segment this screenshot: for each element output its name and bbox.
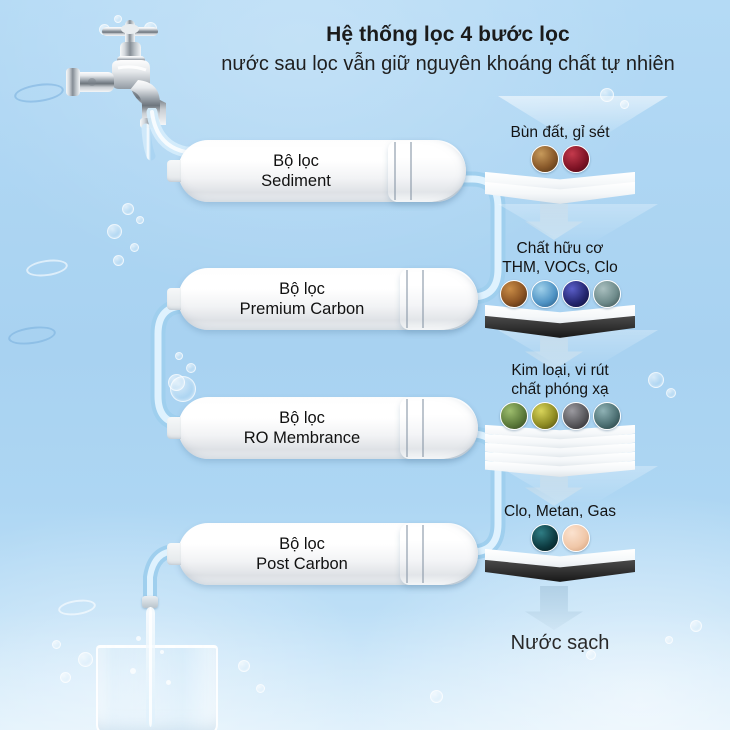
contaminant-group-2: Chất hữu cơ THM, VOCs, Clo (455, 240, 665, 347)
water-surface (0, 610, 730, 730)
particle-icon (561, 523, 590, 552)
bubble-icon (175, 352, 183, 360)
particle-icon (561, 279, 590, 308)
page-title: Hệ thống lọc 4 bước lọc nước sau lọc vẫn… (170, 22, 726, 77)
splash-droplet (136, 636, 141, 641)
cartridge-cap (400, 397, 478, 459)
bubble-icon (586, 650, 596, 660)
particle-icon (530, 279, 559, 308)
particle-row-4 (455, 523, 665, 552)
clean-water-label: Nước sạch (455, 632, 665, 655)
splash-droplet (166, 680, 171, 685)
bubble-icon (665, 636, 673, 644)
particle-icon (530, 144, 559, 173)
particle-row-3 (455, 401, 665, 430)
contaminant-group-4: Clo, Metan, Gas (455, 503, 665, 591)
contaminant-group-1: Bùn đất, gỉ sét (455, 124, 665, 212)
glass-body (96, 645, 218, 730)
cartridge-inlet-port (167, 543, 181, 565)
particle-icon (561, 401, 590, 430)
title-line-1: Hệ thống lọc 4 bước lọc (326, 23, 570, 46)
title-line-2: nước sau lọc vẫn giữ nguyên khoáng chất … (221, 53, 675, 76)
bubble-icon (136, 216, 144, 224)
water-ripple-icon (7, 323, 57, 348)
cartridge-inlet-port (167, 417, 181, 439)
bubble-icon (690, 620, 702, 632)
particle-icon (530, 401, 559, 430)
contaminant-label-4: Clo, Metan, Gas (504, 503, 616, 520)
bubble-icon (107, 224, 122, 239)
splash-droplet (130, 668, 136, 674)
bubble-icon (78, 652, 93, 667)
contaminant-label-1: Bùn đất, gỉ sét (510, 124, 610, 141)
cartridge-cap (400, 268, 478, 330)
cartridge-groove (410, 142, 412, 200)
water-glass-icon (96, 645, 218, 730)
pipe-right-2 (440, 426, 506, 560)
cartridge-inlet-port (167, 160, 181, 182)
cartridge-cap (400, 523, 478, 585)
filter-cartridge-2[interactable]: Bộ lọc Premium Carbon (167, 268, 478, 330)
filter-cartridge-4[interactable]: Bộ lọc Post Carbon (167, 523, 478, 585)
cartridge-inlet-port (167, 288, 181, 310)
filter-media-3 (455, 424, 665, 485)
particle-row-2 (455, 279, 665, 308)
contaminant-label-2b: THM, VOCs, Clo (502, 258, 618, 276)
bubble-icon (430, 690, 443, 703)
cartridge-groove (406, 525, 408, 583)
contaminant-label-2a: Chất hữu cơ (516, 240, 604, 257)
filter-media-2 (455, 303, 665, 347)
cartridge-groove (422, 270, 424, 328)
contaminant-group-3: Kim loại, vi rút chất phóng xạ (455, 362, 665, 485)
water-stream-outlet (149, 607, 152, 727)
bubble-icon (52, 640, 61, 649)
cartridge-groove (406, 399, 408, 457)
splash-droplet (160, 650, 164, 654)
cartridge-groove (394, 142, 396, 200)
particle-icon (592, 279, 621, 308)
contaminant-label-3b: chất phóng xạ (511, 380, 609, 398)
bubble-icon (186, 363, 196, 373)
bubble-icon (238, 660, 250, 672)
particle-icon (499, 401, 528, 430)
bubble-icon (666, 388, 676, 398)
cartridge-groove (422, 525, 424, 583)
bubble-icon (113, 255, 124, 266)
pipe-right-1 (440, 171, 506, 305)
particle-icon (499, 279, 528, 308)
particle-icon (592, 401, 621, 430)
contaminant-label-3a: Kim loại, vi rút (511, 362, 609, 379)
filter-cartridge-1[interactable]: Bộ lọc Sediment (167, 140, 466, 202)
bubble-icon (256, 684, 265, 693)
bubble-icon (170, 376, 196, 402)
outlet-nozzle-icon (142, 596, 158, 608)
cartridge-cap (388, 140, 466, 202)
filter-media-1 (455, 168, 665, 212)
bubble-icon (648, 372, 664, 388)
particle-row-1 (455, 144, 665, 173)
water-ripple-icon (12, 80, 66, 106)
particle-icon (561, 144, 590, 173)
bubble-icon (114, 15, 122, 23)
filter-media-4 (455, 547, 665, 591)
particle-icon (530, 523, 559, 552)
bubble-icon (130, 243, 139, 252)
water-ripple-icon (25, 257, 69, 279)
cartridge-groove (406, 270, 408, 328)
bubble-icon (60, 672, 71, 683)
cartridge-groove (422, 399, 424, 457)
filter-cartridge-3[interactable]: Bộ lọc RO Membrance (167, 397, 478, 459)
bubble-icon (122, 203, 134, 215)
